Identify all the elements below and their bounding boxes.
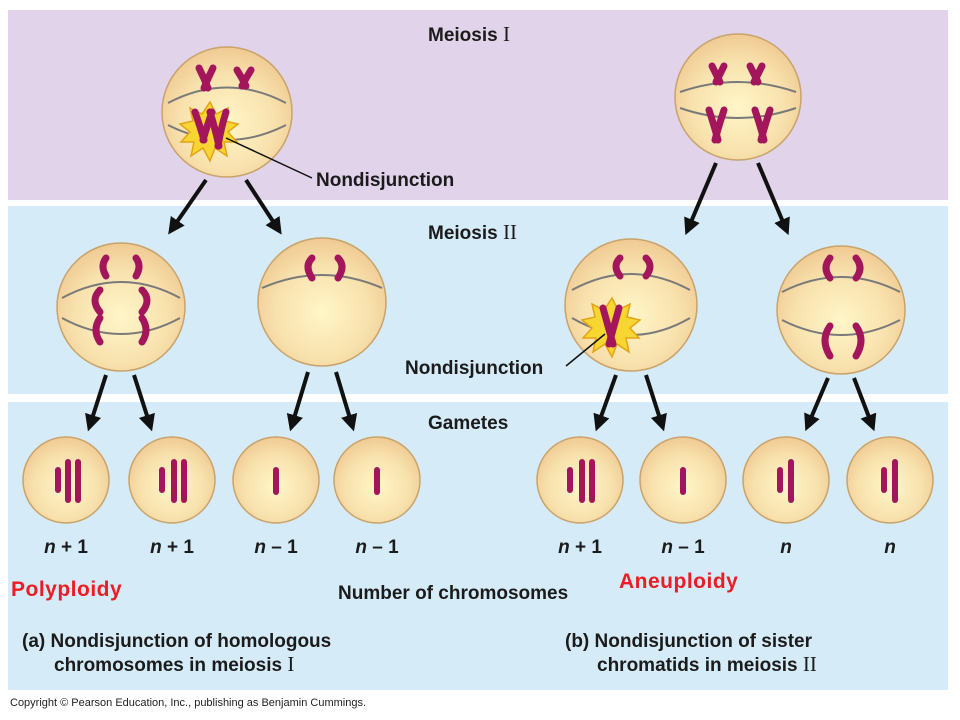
meiosis2-cell-2	[257, 237, 387, 367]
stage-label-gametes: Gametes	[428, 413, 509, 434]
nondisjunction-label-left: Nondisjunction	[316, 170, 455, 191]
chromosome-number-label: Number of chromosomes	[338, 583, 569, 604]
gamete-cell-3	[232, 436, 320, 524]
copyright-notice: Copyright © Pearson Education, Inc., pub…	[10, 697, 367, 709]
gamete-count-7: n	[780, 537, 792, 558]
meiosis2-cell-3	[564, 238, 698, 372]
caption-b-line2: chromatids in meiosis II	[597, 652, 817, 677]
gamete-count-8: n	[884, 537, 896, 558]
gamete-cell-5	[536, 436, 624, 524]
caption-b: (b) Nondisjunction of sister chromatids …	[565, 630, 817, 677]
nondisjunction-label-right: Nondisjunction	[405, 358, 544, 379]
polyploidy-tag: Polyploidy	[11, 578, 123, 601]
gamete-cell-4	[333, 436, 421, 524]
gamete-cell-1	[22, 436, 110, 524]
caption-a-line2: chromosomes in meiosis I	[54, 652, 295, 677]
nondisjunction-callout-line-left	[225, 137, 313, 179]
meiosis2-cell-1	[56, 242, 186, 372]
gamete-cell-6	[639, 436, 727, 524]
division-arrows	[85, 162, 877, 432]
gamete-count-4: n – 1	[355, 537, 399, 558]
caption-a: (a) Nondisjunction of homologous chromos…	[22, 630, 331, 677]
nondisjunction-callout-line-right	[565, 333, 606, 367]
meiosis1-cell-left	[161, 46, 293, 178]
caption-a-line1: (a) Nondisjunction of homologous	[22, 631, 332, 652]
gamete-count-6: n – 1	[661, 537, 705, 558]
caption-b-line1: (b) Nondisjunction of sister	[565, 631, 812, 652]
gamete-count-1: n + 1	[44, 537, 88, 558]
gamete-cell-7	[742, 436, 830, 524]
gamete-cell-8	[846, 436, 934, 524]
gamete-count-3: n – 1	[254, 537, 298, 558]
gamete-count-2: n + 1	[150, 537, 194, 558]
meiosis2-cell-4	[776, 245, 906, 375]
gamete-count-5: n + 1	[558, 537, 602, 558]
aneuploidy-tag: Aneuploidy	[619, 570, 739, 593]
gamete-cell-2	[128, 436, 216, 524]
meiosis1-cell-right	[674, 33, 802, 161]
stage-label-meiosis-1: Meiosis I	[428, 22, 510, 46]
stage-label-meiosis-2: Meiosis II	[428, 220, 517, 244]
